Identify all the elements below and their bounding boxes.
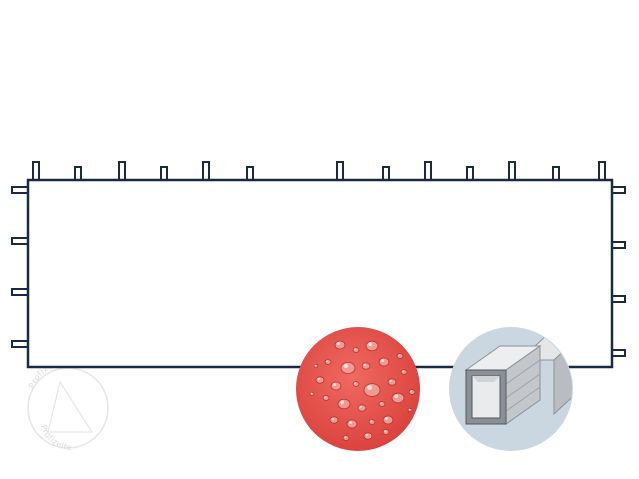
droplet-highlight [367, 385, 372, 390]
top-loop [336, 161, 344, 181]
water-droplet [378, 357, 390, 367]
water-droplet [365, 340, 379, 352]
top-loop [466, 166, 474, 181]
water-droplet [363, 383, 381, 397]
left-loop [11, 340, 29, 348]
droplet-highlight [368, 342, 373, 347]
droplet-highlight [333, 383, 336, 386]
top-loop [118, 161, 126, 181]
right-loop [611, 349, 626, 357]
droplet-highlight [384, 430, 386, 432]
left-loop [11, 237, 29, 245]
water-droplet [346, 419, 358, 429]
watermark-bottom-text: Profizelte [39, 424, 72, 452]
right-loop [611, 295, 626, 303]
top-loop [74, 166, 82, 181]
right-loop [611, 186, 626, 194]
droplet-highlight [326, 360, 328, 362]
droplet-highlight [394, 394, 399, 399]
droplet-highlight [340, 400, 345, 405]
right-loops [611, 186, 626, 357]
droplet-highlight [381, 359, 384, 362]
water-droplet [342, 435, 350, 441]
water-droplet [368, 419, 376, 425]
droplet-highlight [410, 390, 412, 392]
droplet-highlight [380, 402, 382, 404]
top-loop [552, 166, 560, 181]
top-loops [32, 161, 606, 181]
droplet-highlight [317, 377, 320, 380]
top-loop [508, 161, 516, 181]
top-loop [160, 166, 168, 181]
droplet-highlight [314, 364, 317, 367]
water-droplet [363, 432, 373, 440]
tent-logo-icon [47, 380, 94, 433]
water-droplet [378, 401, 386, 407]
droplet-highlight [354, 382, 356, 384]
water-droplet [315, 376, 325, 384]
waterproof-fabric-badge [296, 327, 420, 451]
water-droplet [330, 381, 342, 391]
water-droplet [322, 395, 330, 401]
droplet-highlight [398, 354, 400, 356]
water-droplet [391, 392, 405, 404]
right-loop [611, 241, 626, 249]
droplet-highlight [370, 420, 372, 422]
water-droplet [352, 347, 360, 353]
top-loop [202, 161, 210, 181]
top-loop [424, 161, 432, 181]
top-loop [382, 166, 390, 181]
svg-text:Profizelte: Profizelte [39, 424, 73, 452]
water-droplets-icon [309, 340, 416, 441]
droplet-highlight [359, 405, 362, 408]
water-droplet [352, 381, 360, 387]
water-droplet [337, 398, 351, 410]
left-loop [11, 186, 29, 194]
droplet-highlight [385, 417, 388, 420]
droplet-highlight [389, 379, 392, 382]
top-loop [32, 161, 40, 181]
water-droplet [357, 404, 367, 412]
droplet-highlight [402, 370, 404, 372]
water-droplet [387, 378, 397, 386]
left-loops [11, 186, 29, 348]
droplet-highlight [349, 421, 352, 424]
droplet-highlight [324, 396, 326, 398]
water-droplet [329, 416, 339, 424]
steel-profile-badge [449, 327, 573, 451]
droplet-highlight [365, 433, 368, 436]
droplet-highlight [310, 392, 313, 395]
droplet-highlight [331, 417, 334, 420]
droplet-highlight [344, 436, 346, 438]
water-droplet [324, 359, 332, 365]
droplet-highlight [354, 348, 356, 350]
water-droplet [334, 340, 346, 350]
water-droplet [382, 415, 394, 425]
droplet-highlight [408, 408, 411, 411]
droplet-highlight [337, 342, 340, 345]
water-droplet [408, 389, 416, 395]
top-loop [246, 166, 254, 181]
water-droplet [340, 361, 356, 374]
droplet-highlight [343, 363, 348, 368]
watermark: Profizelte Profizelte [27, 357, 109, 452]
top-loop [598, 161, 606, 181]
water-droplet [400, 369, 408, 375]
water-droplet [382, 429, 390, 435]
left-loop [11, 288, 29, 296]
water-droplet [361, 362, 371, 370]
water-droplet [396, 353, 404, 359]
droplet-highlight [363, 363, 366, 366]
